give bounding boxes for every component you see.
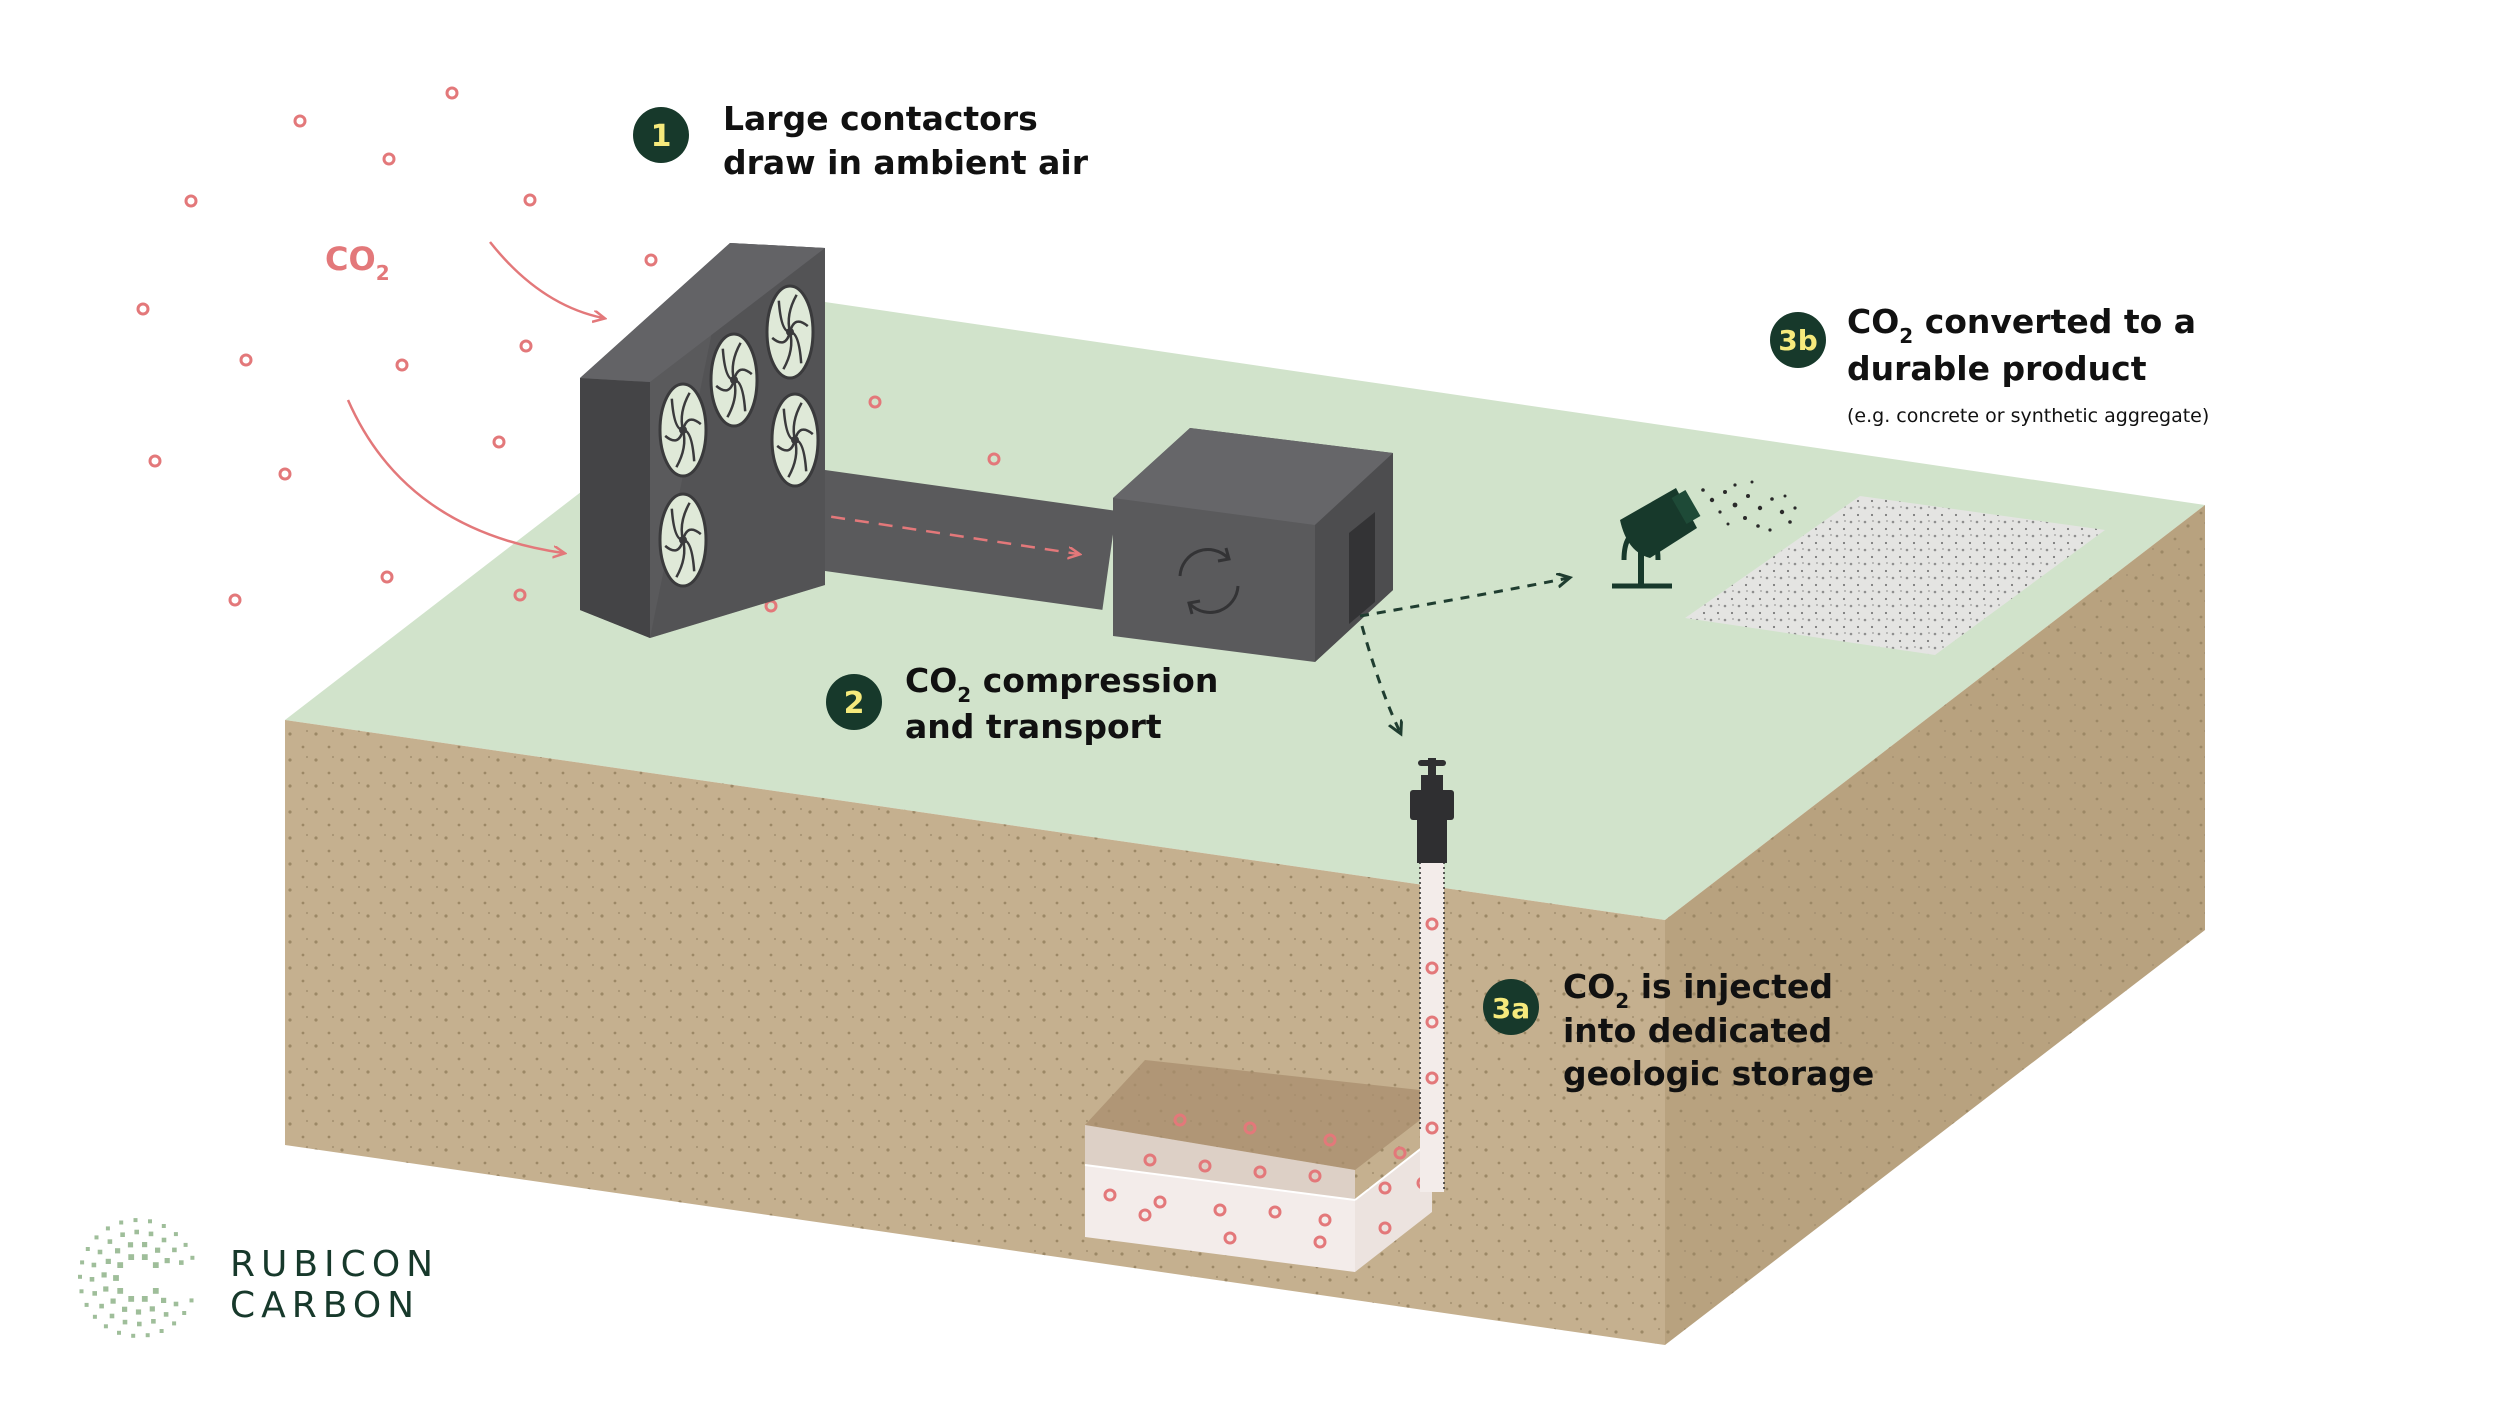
step-3a: 3a CO2 is injected into dedicated geolog… [1483, 967, 1874, 1093]
fan-icon [770, 392, 820, 488]
storage-top [1085, 1060, 1420, 1170]
recycle-icon [1178, 547, 1240, 615]
step-2: 2 CO2 compression and transport [826, 661, 1218, 746]
step-3a-badge-text: 3a [1492, 992, 1530, 1025]
fan-icon [658, 382, 708, 478]
fan-icon [765, 284, 815, 380]
injection-pipe [1419, 862, 1445, 1192]
step-3b-line-2: durable product [1847, 349, 2147, 388]
step-3a-badge [1483, 979, 1539, 1035]
flow-arrows [1359, 578, 1568, 732]
airflow-arrow-1 [489, 241, 603, 318]
step-1-line-2: draw in ambient air [723, 143, 1089, 182]
step-2-line-1: CO2 compression [905, 661, 1218, 707]
arrow-to-well [1360, 625, 1400, 732]
spreader-icon [1612, 480, 1797, 589]
step-1-badge-text: 1 [651, 119, 672, 154]
step-3a-line-2: into dedicated [1563, 1011, 1832, 1050]
step-3a-line-3: geologic storage [1563, 1054, 1874, 1093]
rubicon-carbon-logo: RUBICON CARBON [78, 1218, 439, 1338]
fan-icon [709, 332, 759, 428]
wellhead-icon [1410, 758, 1454, 863]
step-3b-badge [1770, 312, 1826, 368]
step-3b: 3b CO2 converted to a durable product (e… [1770, 302, 2209, 427]
arrow-to-product [1359, 578, 1568, 618]
fan-icon [658, 492, 708, 588]
step-2-badge [826, 674, 882, 730]
rubicon-logo-icon [78, 1218, 195, 1338]
step-1-badge [633, 107, 689, 163]
geologic-storage [1084, 1060, 1433, 1272]
airflow-arrows [346, 241, 603, 553]
step-3b-line-1: CO2 converted to a [1847, 302, 2196, 348]
step-1-line-1: Large contactors [723, 99, 1038, 138]
logo-line-2: CARBON [230, 1285, 420, 1326]
storage-co2-dots [1103, 1113, 1430, 1249]
contactor-unit [580, 243, 1393, 662]
step-3b-note: (e.g. concrete or synthetic aggregate) [1847, 405, 2209, 427]
step-1: 1 Large contactors draw in ambient air [633, 99, 1089, 182]
logo-line-1: RUBICON [230, 1244, 439, 1285]
step-2-badge-text: 2 [844, 686, 865, 721]
aggregate-pad [1685, 496, 2105, 655]
step-3b-badge-text: 3b [1778, 324, 1818, 357]
storage-side [1355, 1140, 1432, 1272]
co2-label: CO2 [325, 240, 390, 285]
airflow-arrow-2 [346, 399, 563, 553]
step-3a-line-1: CO2 is injected [1563, 967, 1833, 1013]
step-2-line-2: and transport [905, 707, 1162, 746]
